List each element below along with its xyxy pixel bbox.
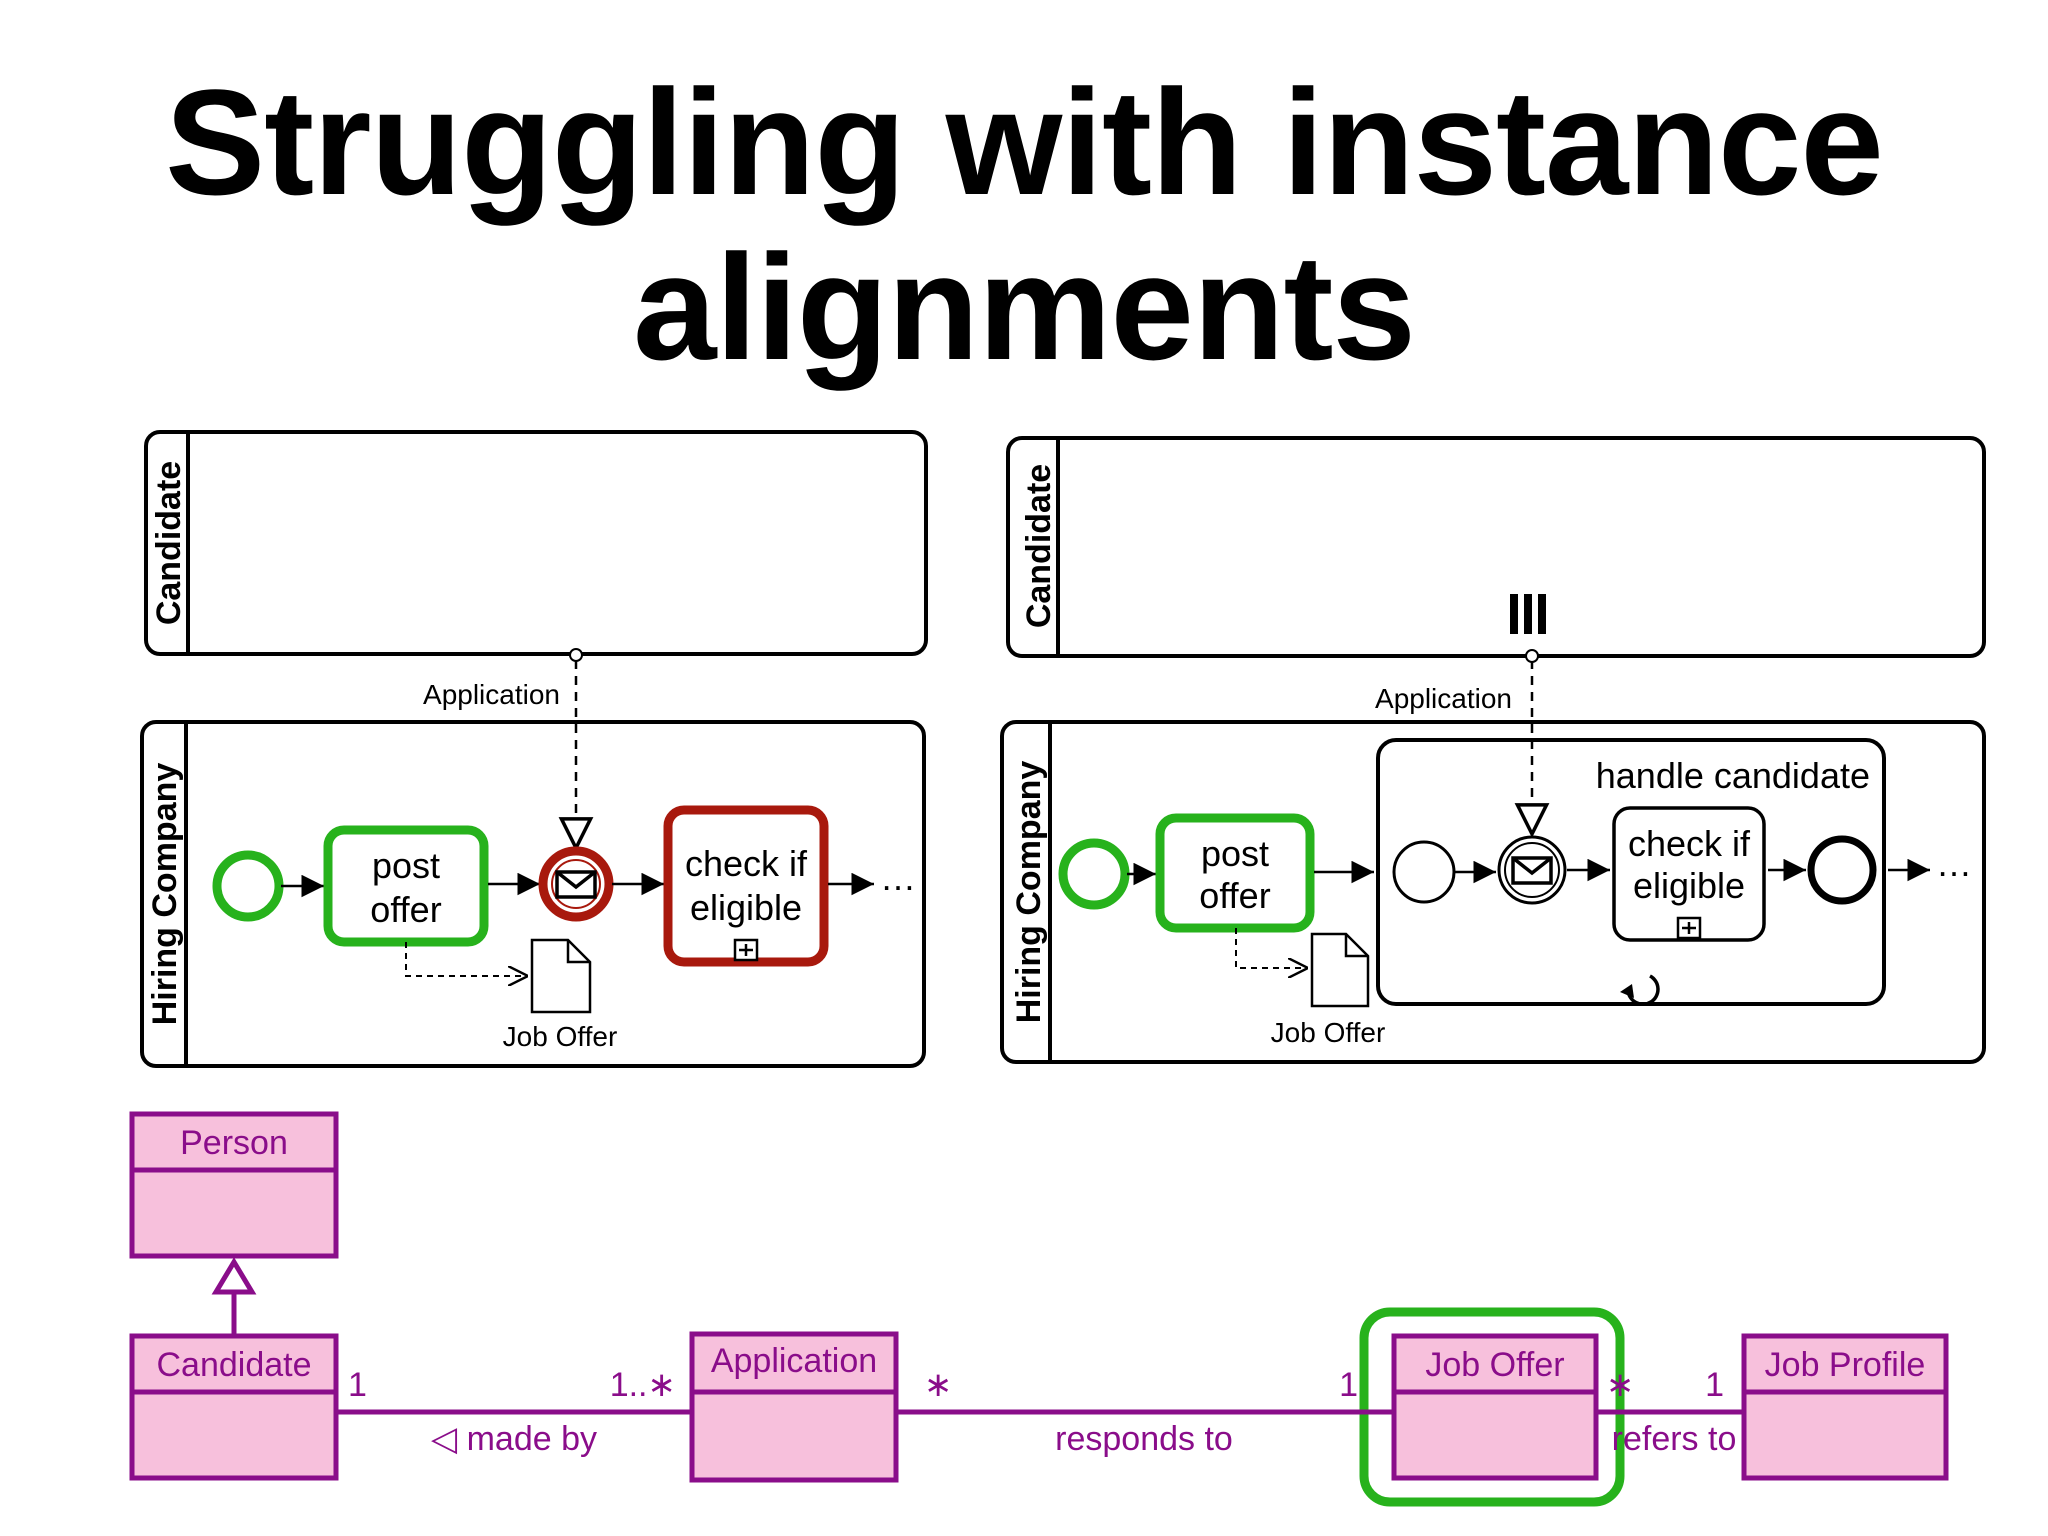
right-hiring-label: Hiring Company xyxy=(1010,761,1048,1024)
left-check-line1: check if xyxy=(685,843,808,884)
right-job-offer-document xyxy=(1310,932,1370,1008)
left-bpmn-diagram: Candidate Hiring Company Application pos… xyxy=(140,430,928,1068)
right-message-event xyxy=(1497,835,1567,905)
title-line-2: alignments xyxy=(633,223,1416,391)
refers-to-right-mult: 1 xyxy=(1705,1366,1724,1404)
right-candidate-label: Candidate xyxy=(1020,464,1058,628)
uml-candidate-name: Candidate xyxy=(156,1346,311,1384)
made-by-left-mult: 1 xyxy=(348,1366,367,1404)
left-post-offer-line1: post xyxy=(372,845,440,886)
uml-job-profile-name: Job Profile xyxy=(1765,1346,1926,1384)
title-line-1: Struggling with instance xyxy=(165,58,1884,226)
right-check-line2: eligible xyxy=(1633,865,1745,906)
uml-job-offer-name: Job Offer xyxy=(1425,1346,1564,1384)
right-continuation: … xyxy=(1936,843,1972,884)
right-message-flow-label: Application xyxy=(1375,683,1512,714)
made-by-right-mult: 1..∗ xyxy=(610,1366,676,1404)
uml-class-application: Application xyxy=(689,1331,899,1483)
right-check-eligible-task: check if eligible xyxy=(1612,806,1766,942)
uml-application-name: Application xyxy=(711,1342,877,1380)
responds-to-right-mult: 1 xyxy=(1339,1366,1358,1404)
left-check-line2: eligible xyxy=(690,887,802,928)
left-post-offer-task: post offer xyxy=(323,825,489,947)
refers-to-left-mult: ∗ xyxy=(1606,1366,1635,1404)
left-candidate-pool: Candidate xyxy=(144,430,928,656)
left-hiring-pool: Hiring Company xyxy=(140,720,926,1068)
left-message-event xyxy=(538,846,614,922)
generalization-arrow xyxy=(211,1257,257,1295)
left-hiring-label: Hiring Company xyxy=(146,763,184,1026)
subprocess-start-event xyxy=(1392,840,1456,904)
subprocess-label: handle candidate xyxy=(1596,755,1870,796)
uml-class-candidate: Candidate xyxy=(129,1333,339,1481)
multi-instance-marker xyxy=(1510,594,1546,634)
right-candidate-pool: Candidate xyxy=(1006,436,1986,658)
made-by-label: ◁ made by xyxy=(431,1420,597,1458)
slide-title: Struggling with instance alignments xyxy=(0,60,2048,390)
uml-class-diagram: Person Candidate Application Job Offer xyxy=(129,1111,1949,1507)
left-candidate-label: Candidate xyxy=(150,461,188,625)
uml-class-person: Person xyxy=(129,1111,339,1259)
left-job-offer-label: Job Offer xyxy=(503,1021,618,1052)
left-check-eligible-task: check if eligible xyxy=(663,805,829,967)
left-job-offer-document xyxy=(530,938,592,1014)
refers-to-label: refers to xyxy=(1612,1420,1737,1458)
right-post-offer-task: post offer xyxy=(1155,813,1315,933)
responds-to-label: responds to xyxy=(1055,1420,1233,1458)
job-offer-highlight xyxy=(1359,1307,1625,1507)
uml-person-name: Person xyxy=(180,1124,288,1162)
responds-to-left-mult: ∗ xyxy=(924,1366,953,1404)
right-post-offer-line1: post xyxy=(1201,833,1269,874)
subprocess-end-event xyxy=(1807,835,1877,905)
left-post-offer-line2: offer xyxy=(370,889,441,930)
uml-class-job-profile: Job Profile xyxy=(1741,1333,1949,1481)
right-bpmn-diagram: Candidate Hiring Company Application pos… xyxy=(1000,436,1986,1064)
right-post-offer-line2: offer xyxy=(1199,875,1270,916)
handle-candidate-subprocess: handle candidate xyxy=(1376,738,1886,1006)
left-message-flow-label: Application xyxy=(423,679,560,710)
right-hiring-pool: Hiring Company xyxy=(1000,720,1986,1064)
right-check-line1: check if xyxy=(1628,823,1751,864)
left-continuation: … xyxy=(880,857,916,898)
left-start-event xyxy=(212,850,284,922)
right-start-event xyxy=(1058,838,1130,910)
right-job-offer-label: Job Offer xyxy=(1271,1017,1386,1048)
uml-class-job-offer: Job Offer xyxy=(1391,1333,1599,1481)
